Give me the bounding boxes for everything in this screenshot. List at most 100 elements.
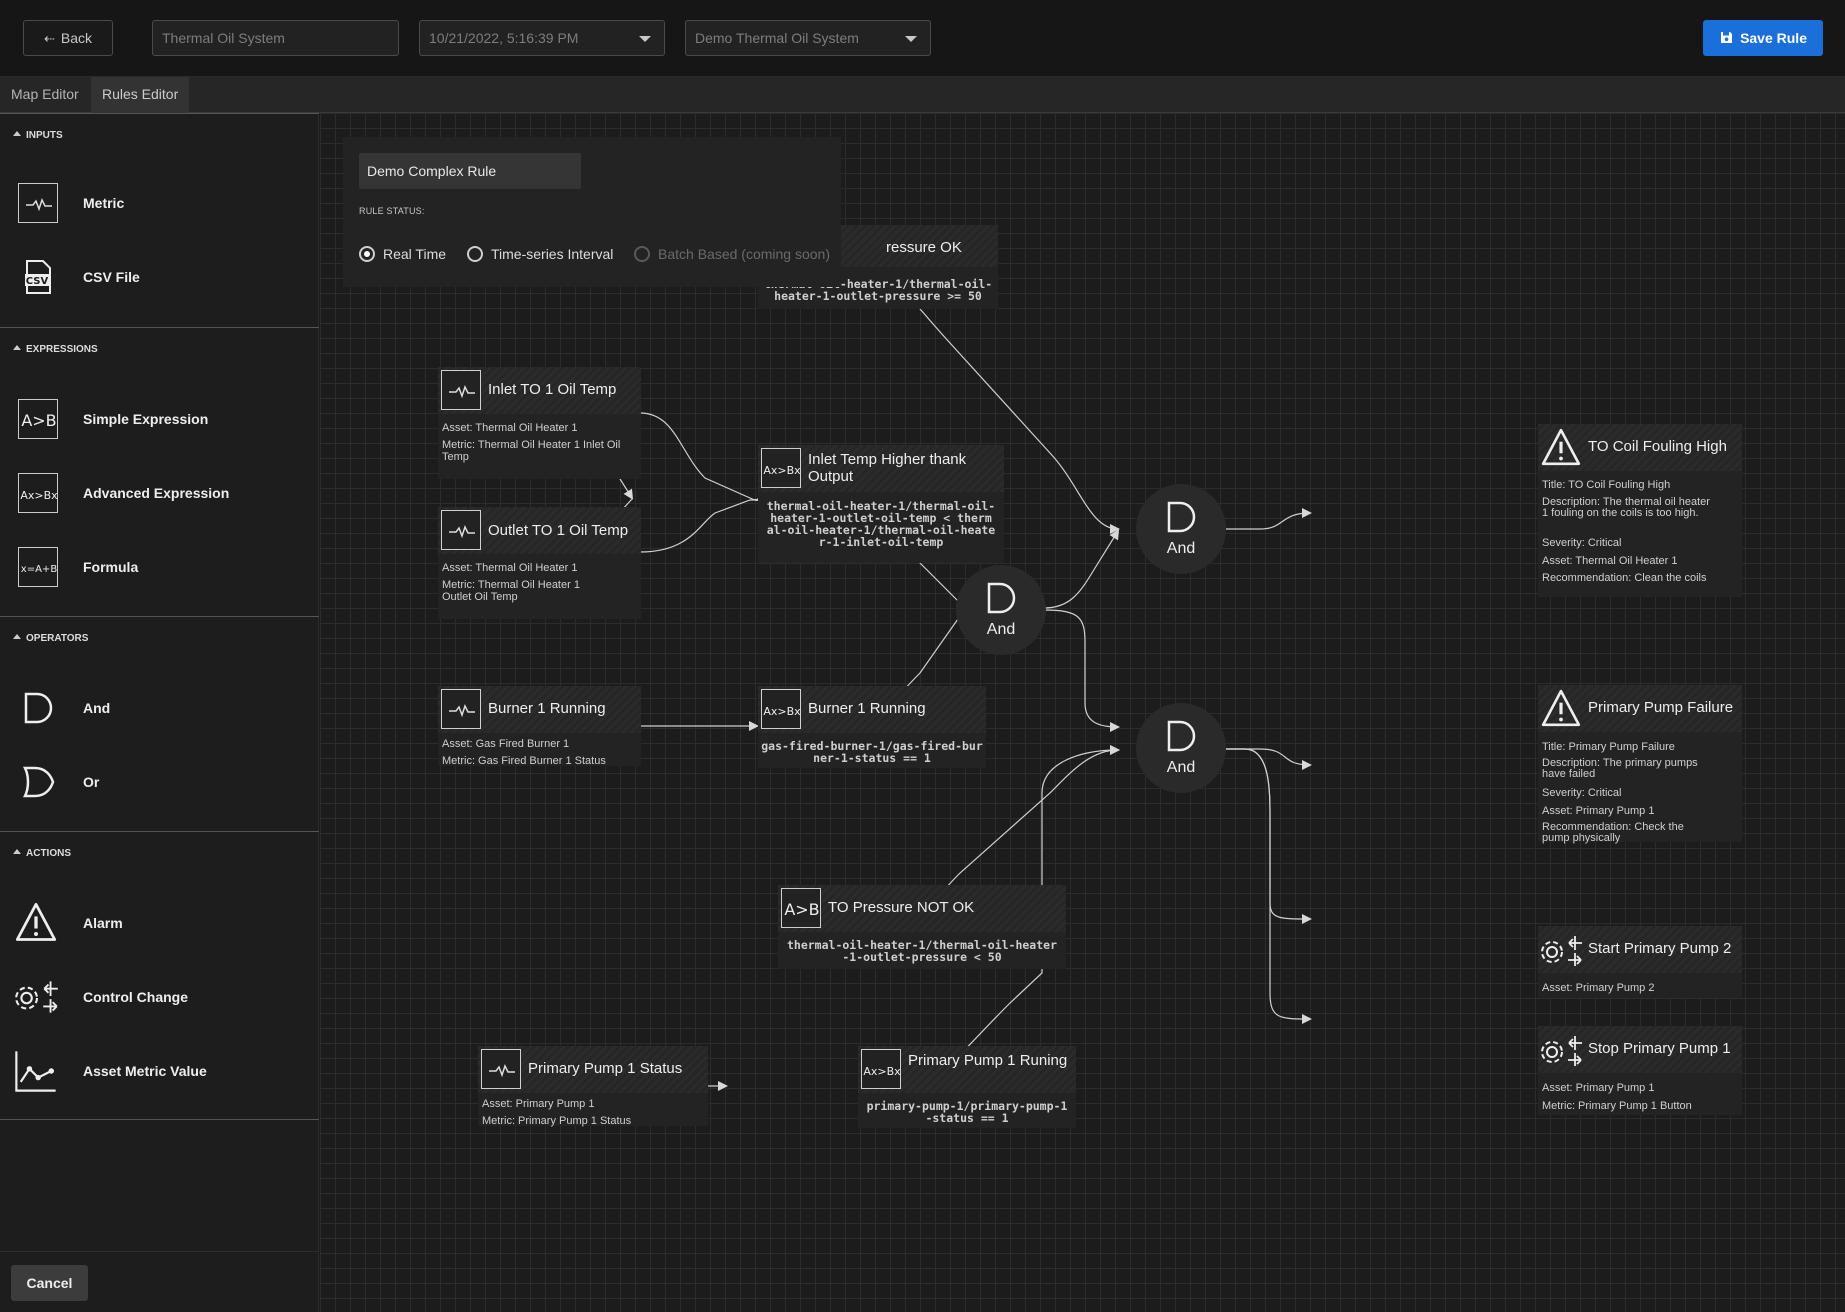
operator-label: And [1136,759,1226,777]
advanced-expression-icon [761,448,801,488]
node-metric: Metric: Thermal Oil Heater 1 Inlet Oil T… [442,439,637,463]
expression-node-pressure-not-ok[interactable]: TO Pressure NOT OK thermal-oil-heater-1/… [778,885,1066,969]
alarm-description-line: Description: The thermal oil heater 1 fo… [1542,497,1712,519]
expression-node-pump-running[interactable]: Primary Pump 1 Runing primary-pump-1/pri… [858,1046,1076,1128]
and-operator-node[interactable]: And [1136,703,1226,793]
palette-item-label: Advanced Expression [83,485,229,501]
section-title-operators[interactable]: OPERATORS [13,633,88,644]
node-title: ressure OK [886,239,962,256]
palette-item-advanced-expression[interactable]: Advanced Expression [12,468,302,520]
alarm-recommendation-line: Recommendation: Clean the coils [1542,573,1712,584]
node-metric: Metric: Primary Pump 1 Status [482,1115,631,1127]
save-rule-button[interactable]: Save Rule [1703,20,1823,56]
code-line: ner-1-status == 1 [760,752,984,764]
system-name-input[interactable]: Thermal Oil System [152,20,399,56]
palette-sidebar: INPUTS Metric CSV File EXPRESSIONS Simpl… [0,113,319,1312]
simple-expression-icon [781,888,821,928]
radio-time-series-interval[interactable]: Time-series Interval [467,245,613,263]
alarm-title-line: Title: TO Coil Fouling High [1542,479,1670,491]
timestamp-value: 10/21/2022, 5:16:39 PM [429,30,578,46]
metric-node-pump-status[interactable]: Primary Pump 1 Status Asset: Primary Pum… [478,1046,708,1126]
control-node-start-pump[interactable]: Start Primary Pump 2 Asset: Primary Pump… [1538,926,1742,998]
wire-inlet-temp [640,413,758,500]
advanced-expression-icon [761,689,801,729]
palette-item-csv-file[interactable]: CSV File [12,252,302,304]
timestamp-select[interactable]: 10/21/2022, 5:16:39 PM [419,20,665,56]
section-title-expressions[interactable]: EXPRESSIONS [13,344,98,355]
metric-node-burner[interactable]: Burner 1 Running Asset: Gas Fired Burner… [438,686,641,766]
palette-item-simple-expression[interactable]: Simple Expression [12,394,302,446]
radio-label: Real Time [383,246,446,262]
caret-down-icon [639,36,651,42]
radio-checked-icon [359,246,375,262]
radio-label: Batch Based (coming soon) [658,246,830,262]
section-title-inputs[interactable]: INPUTS [13,130,63,141]
metric-node-outlet-temp[interactable]: Outlet TO 1 Oil Temp Asset: Thermal Oil … [438,507,641,619]
wire-outlet-temp [640,499,758,552]
alarm-severity-line: Severity: Critical [1542,537,1621,549]
palette-item-label: Or [83,774,99,790]
palette-item-formula[interactable]: Formula [12,542,302,594]
palette-item-or[interactable]: Or [12,757,302,809]
node-title: Primary Pump 1 Runing [908,1052,1068,1069]
expression-node-inlet-higher[interactable]: Inlet Temp Higher thank Output thermal-o… [758,445,1004,563]
wire-and1-to-and2 [1044,531,1118,608]
back-button[interactable]: ⇠Back [23,20,113,56]
and-gate-icon [18,688,58,728]
simple-expression-icon [18,399,58,439]
tab-rules-editor[interactable]: Rules Editor [91,77,189,113]
control-node-stop-pump[interactable]: Stop Primary Pump 1 Asset: Primary Pump … [1538,1026,1742,1115]
and-gate-icon [1161,716,1201,756]
palette-item-label: And [83,700,110,716]
metric-icon [441,370,481,410]
advanced-expression-icon [861,1049,901,1089]
and-operator-node[interactable]: And [1136,484,1226,574]
section-title-actions[interactable]: ACTIONS [13,848,71,859]
radio-label: Time-series Interval [491,246,613,262]
node-metric: Metric: Thermal Oil Heater 1 Outlet Oil … [442,579,612,603]
node-title: Burner 1 Running [488,700,606,717]
alarm-icon [14,901,58,945]
system-select[interactable]: Demo Thermal Oil System [685,20,931,56]
palette-item-asset-metric-value[interactable]: Asset Metric Value [12,1046,302,1098]
csv-file-icon [18,257,58,297]
system-name-value: Thermal Oil System [162,30,285,46]
alarm-node-pump-failure[interactable]: Primary Pump Failure Title: Primary Pump… [1538,685,1742,842]
palette-item-label: CSV File [83,269,140,285]
cancel-button[interactable]: Cancel [11,1265,88,1301]
palette-item-and[interactable]: And [12,683,302,735]
node-title: Primary Pump 1 Status [528,1060,682,1077]
alarm-title-line: Title: Primary Pump Failure [1542,741,1675,753]
tab-map-editor[interactable]: Map Editor [0,77,90,113]
expression-node-burner[interactable]: Burner 1 Running gas-fired-burner-1/gas-… [758,686,986,768]
and-operator-node[interactable]: And [956,565,1046,655]
editor-tabs: Map Editor Rules Editor [0,77,1845,113]
control-change-icon [12,976,62,1018]
palette-item-control-change[interactable]: Control Change [12,972,302,1024]
operator-label: And [956,621,1046,639]
control-change-icon [1538,931,1586,971]
palette-item-metric[interactable]: Metric [12,178,302,230]
radio-real-time[interactable]: Real Time [359,245,446,263]
metric-node-inlet-temp[interactable]: Inlet TO 1 Oil Temp Asset: Thermal Oil H… [438,367,641,479]
alarm-recommendation-line: Recommendation: Check the pump physicall… [1542,822,1712,844]
code-line: -1-outlet-pressure < 50 [780,951,1064,963]
arrow-left-icon: ⇠ [44,22,55,56]
node-title: Primary Pump Failure [1588,699,1733,716]
rule-canvas[interactable]: ressure OK thermal-oil-heater-1/thermal-… [320,113,1845,1312]
alarm-icon [1540,688,1582,730]
alarm-asset-line: Asset: Thermal Oil Heater 1 [1542,555,1678,567]
palette-item-label: Metric [83,195,124,211]
top-bar: ⇠Back Thermal Oil System 10/21/2022, 5:1… [0,0,1845,77]
code-line: heater-1-outlet-pressure >= 50 [760,290,996,302]
save-rule-label: Save Rule [1740,30,1807,46]
rule-name-input[interactable]: Demo Complex Rule [359,153,581,189]
advanced-expression-icon [18,473,58,513]
alarm-asset-line: Asset: Primary Pump 1 [1542,805,1654,817]
node-title: TO Coil Fouling High [1588,438,1727,455]
node-metric: Metric: Gas Fired Burner 1 Status [442,755,606,767]
palette-item-alarm[interactable]: Alarm [12,898,302,950]
wire-and3-to-stop-pump [1204,749,1310,1019]
section-expressions: EXPRESSIONS Simple Expression Advanced E… [0,327,319,616]
alarm-node-coil-fouling[interactable]: TO Coil Fouling High Title: TO Coil Foul… [1538,424,1742,597]
